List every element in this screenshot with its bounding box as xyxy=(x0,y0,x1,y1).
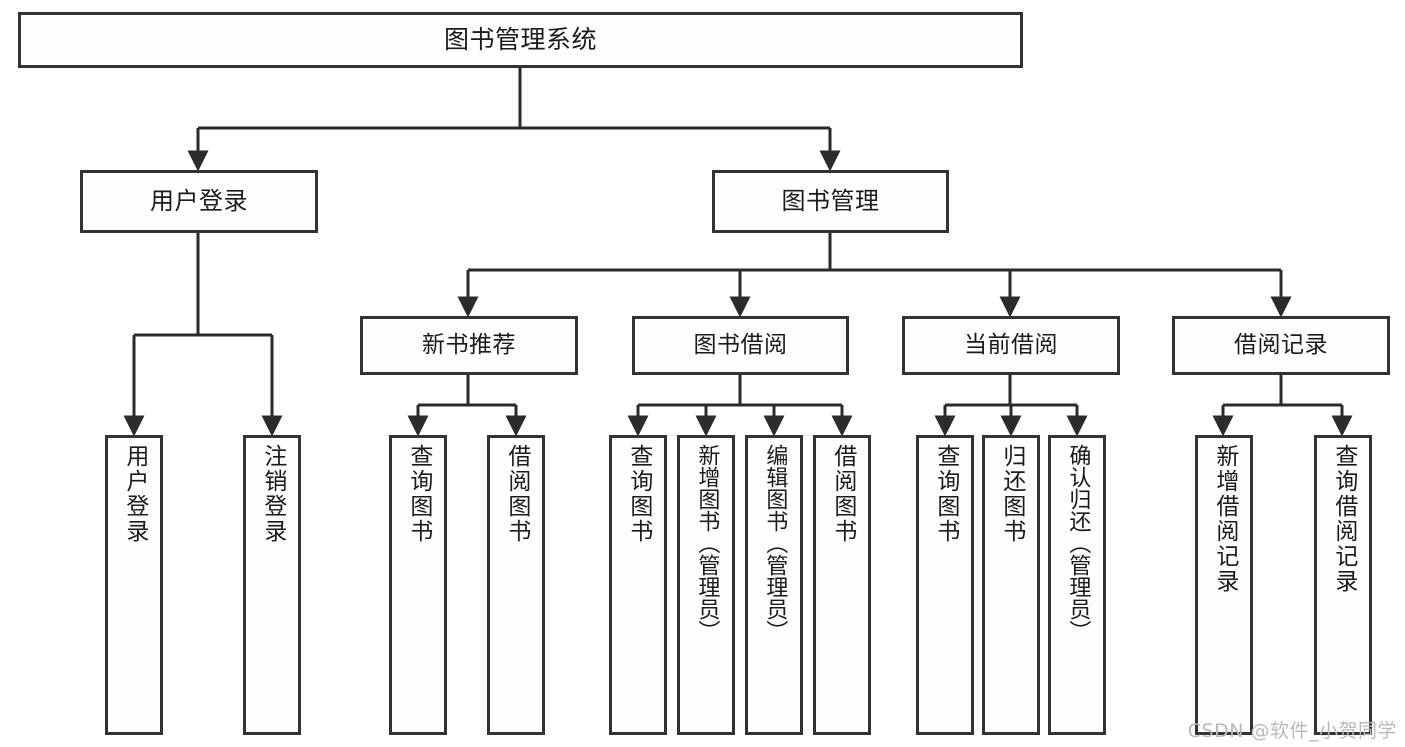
leaf-borrow-book-1[interactable]: 借阅图书 xyxy=(487,435,545,735)
node-book-borrow-label: 图书借阅 xyxy=(693,332,788,359)
watermark: CSDN @软件_小贺同学 xyxy=(1187,720,1397,742)
leaf-edit-book[interactable]: 编辑图书（管理员） xyxy=(745,435,803,735)
node-new-book-recommend-label: 新书推荐 xyxy=(422,332,516,359)
leaf-return-book[interactable]: 归还图书 xyxy=(982,435,1040,735)
node-borrow-record[interactable]: 借阅记录 xyxy=(1172,316,1390,375)
leaf-edit-book-label: 编辑图书（管理员） xyxy=(762,444,788,642)
leaf-borrow-book-1-label: 借阅图书 xyxy=(503,444,530,544)
leaf-query-book-3-label: 查询图书 xyxy=(932,444,959,544)
node-current-borrow[interactable]: 当前借阅 xyxy=(902,316,1120,375)
leaf-query-book-3[interactable]: 查询图书 xyxy=(916,435,974,735)
leaf-borrow-book-2[interactable]: 借阅图书 xyxy=(813,435,871,735)
leaf-user-login-label: 用户登录 xyxy=(121,444,148,544)
node-current-borrow-label: 当前借阅 xyxy=(964,332,1058,359)
leaf-add-book[interactable]: 新增图书（管理员） xyxy=(677,435,735,735)
leaf-query-book-1[interactable]: 查询图书 xyxy=(389,435,447,735)
leaf-user-login[interactable]: 用户登录 xyxy=(105,435,163,735)
leaf-query-book-2[interactable]: 查询图书 xyxy=(609,435,667,735)
node-book-management[interactable]: 图书管理 xyxy=(712,170,949,233)
node-root-system[interactable]: 图书管理系统 xyxy=(18,12,1023,68)
node-user-login-label: 用户登录 xyxy=(150,186,248,215)
leaf-logout-login[interactable]: 注销登录 xyxy=(243,435,301,735)
leaf-query-book-1-label: 查询图书 xyxy=(405,444,432,544)
leaf-add-book-label: 新增图书（管理员） xyxy=(694,444,720,642)
leaf-return-book-label: 归还图书 xyxy=(998,444,1025,544)
leaf-add-record-label: 新增借阅记录 xyxy=(1211,444,1238,594)
leaf-confirm-return[interactable]: 确认归还（管理员） xyxy=(1048,435,1106,735)
node-new-book-recommend[interactable]: 新书推荐 xyxy=(360,316,578,375)
node-user-login[interactable]: 用户登录 xyxy=(80,170,318,233)
leaf-borrow-book-2-label: 借阅图书 xyxy=(829,444,856,544)
node-book-borrow[interactable]: 图书借阅 xyxy=(632,316,849,375)
node-root-system-label: 图书管理系统 xyxy=(443,24,597,54)
node-borrow-record-label: 借阅记录 xyxy=(1234,332,1328,359)
leaf-query-record-label: 查询借阅记录 xyxy=(1330,444,1357,594)
leaf-query-record[interactable]: 查询借阅记录 xyxy=(1314,435,1372,735)
leaf-query-book-2-label: 查询图书 xyxy=(625,444,652,544)
leaf-confirm-return-label: 确认归还（管理员） xyxy=(1065,444,1091,642)
leaf-add-record[interactable]: 新增借阅记录 xyxy=(1195,435,1253,735)
node-book-management-label: 图书管理 xyxy=(781,186,880,215)
leaf-logout-login-label: 注销登录 xyxy=(259,444,286,544)
